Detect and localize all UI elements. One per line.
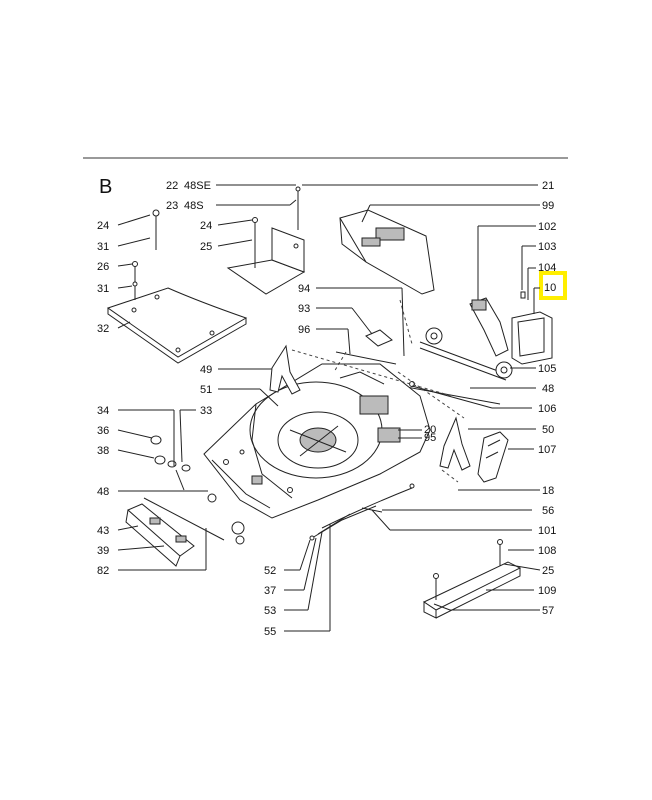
- label-108: 108: [538, 545, 556, 557]
- highlight-box-part-10[interactable]: [539, 271, 567, 300]
- label-49: 49: [200, 364, 212, 376]
- label-55: 55: [264, 626, 276, 638]
- label-48-right: 48: [542, 383, 554, 395]
- part-103: [520, 291, 526, 299]
- label-26: 26: [97, 261, 109, 273]
- label-10[interactable]: 10: [544, 282, 556, 294]
- part-43-39-bracket: [125, 497, 225, 567]
- part-109-bar: [422, 539, 522, 619]
- part-49-bracket: [269, 344, 301, 395]
- part-107-guard: [477, 431, 509, 483]
- label-53: 53: [264, 605, 276, 617]
- label-107: 107: [538, 444, 556, 456]
- label-20: 20: [424, 424, 436, 436]
- part-96-rod: [335, 351, 397, 365]
- label-24-left: 24: [97, 220, 109, 232]
- label-105: 105: [538, 363, 556, 375]
- part-99-cover: [339, 209, 435, 295]
- label-102: 102: [538, 221, 556, 233]
- leader-lines: [117, 184, 541, 632]
- label-39: 39: [97, 545, 109, 557]
- label-37: 37: [264, 585, 276, 597]
- label-50: 50: [542, 424, 554, 436]
- label-95: 95: [424, 432, 436, 444]
- label-33: 33: [200, 405, 212, 417]
- part-32-plate: [106, 287, 248, 364]
- part-105-106-axle: [367, 327, 513, 405]
- label-24-center: 24: [200, 220, 212, 232]
- label-56: 56: [542, 505, 554, 517]
- label-18: 18: [542, 485, 554, 497]
- label-103: 103: [538, 241, 556, 253]
- label-94: 94: [298, 283, 310, 295]
- part-21-bolt: [295, 186, 301, 230]
- label-38: 38: [97, 445, 109, 457]
- part-50-bracket: [439, 416, 471, 471]
- label-43: 43: [97, 525, 109, 537]
- part-25-bracket: [226, 217, 306, 295]
- part-24-31-26-screws: [132, 209, 160, 300]
- part-102-lever: [469, 297, 509, 357]
- label-51: 51: [200, 384, 212, 396]
- label-48SE: 48SE: [184, 180, 211, 192]
- label-109: 109: [538, 585, 556, 597]
- label-34: 34: [97, 405, 109, 417]
- label-31-lower: 31: [97, 283, 109, 295]
- label-96: 96: [298, 324, 310, 336]
- label-32: 32: [97, 323, 109, 335]
- label-82: 82: [97, 565, 109, 577]
- part-93: [365, 329, 393, 347]
- label-48-left: 48: [97, 486, 109, 498]
- label-106: 106: [538, 403, 556, 415]
- part-82-wheel: [207, 493, 245, 545]
- part-10-housing: [511, 311, 553, 365]
- label-57: 57: [542, 605, 554, 617]
- label-22: 22: [166, 180, 178, 192]
- label-104: 104: [538, 262, 556, 274]
- label-52: 52: [264, 565, 276, 577]
- label-25-upper: 25: [200, 241, 212, 253]
- label-99: 99: [542, 200, 554, 212]
- label-31-upper: 31: [97, 241, 109, 253]
- part-36-38-hardware: [150, 435, 191, 491]
- label-23: 23: [166, 200, 178, 212]
- label-101: 101: [538, 525, 556, 537]
- label-48S: 48S: [184, 200, 204, 212]
- section-letter: B: [99, 176, 112, 198]
- label-93: 93: [298, 303, 310, 315]
- label-25-lower: 25: [542, 565, 554, 577]
- part-51-deck: [203, 363, 431, 519]
- part-labels: 22 48SE 21 23 48S 99 24 24 102 31 25 103…: [97, 180, 556, 638]
- label-21: 21: [542, 180, 554, 192]
- label-36: 36: [97, 425, 109, 437]
